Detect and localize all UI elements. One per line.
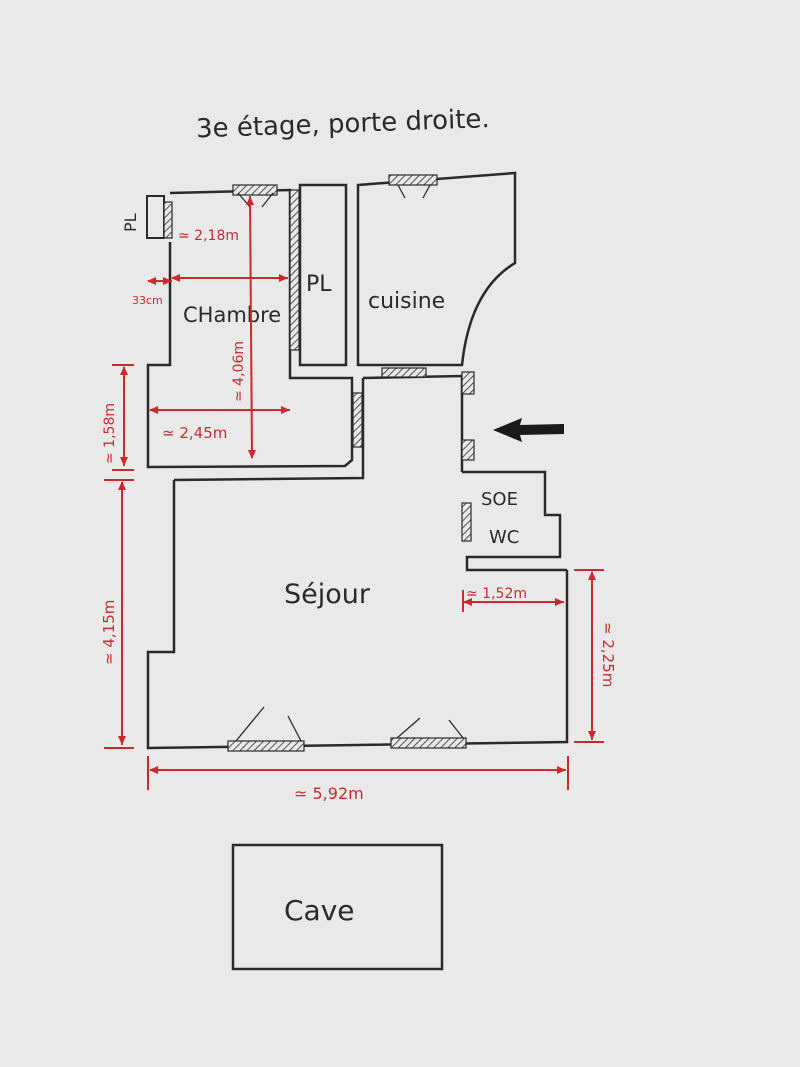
dim-chambre-length: ≃ 4,06m xyxy=(231,341,247,402)
dim-left-upper: ≃ 1,58m xyxy=(102,403,118,464)
dim-sejour-right: ≃ 1,52m xyxy=(466,586,527,602)
plan-title: 3e étage, porte droite. xyxy=(196,104,491,144)
walls xyxy=(146,171,569,971)
room-label-soe: SOE xyxy=(481,489,518,510)
room-label-cuisine: cuisine xyxy=(368,289,445,314)
dim-right-height: ≃ 2,25m xyxy=(599,622,617,687)
room-label-sejour: Séjour xyxy=(284,579,371,610)
entrance-arrow-icon xyxy=(493,418,564,442)
pl-side-label: PL xyxy=(121,213,140,232)
dim-chambre-offset: 33cm xyxy=(132,294,163,307)
room-label-cave: Cave xyxy=(284,894,355,927)
dimension-lines xyxy=(104,195,604,790)
window-swings xyxy=(235,184,464,742)
dim-chambre-width-bottom: ≃ 2,45m xyxy=(162,424,227,442)
dim-left-lower: ≃ 4,15m xyxy=(100,600,118,665)
dim-total-width: ≃ 5,92m xyxy=(294,784,364,803)
pl-side-box xyxy=(146,195,165,239)
hatched-walls xyxy=(163,174,475,752)
room-label-pl: PL xyxy=(306,272,332,297)
room-label-chambre: CHambre xyxy=(183,303,281,327)
dim-chambre-width-top: ≃ 2,18m xyxy=(178,228,239,244)
room-label-wc: WC xyxy=(489,527,519,548)
